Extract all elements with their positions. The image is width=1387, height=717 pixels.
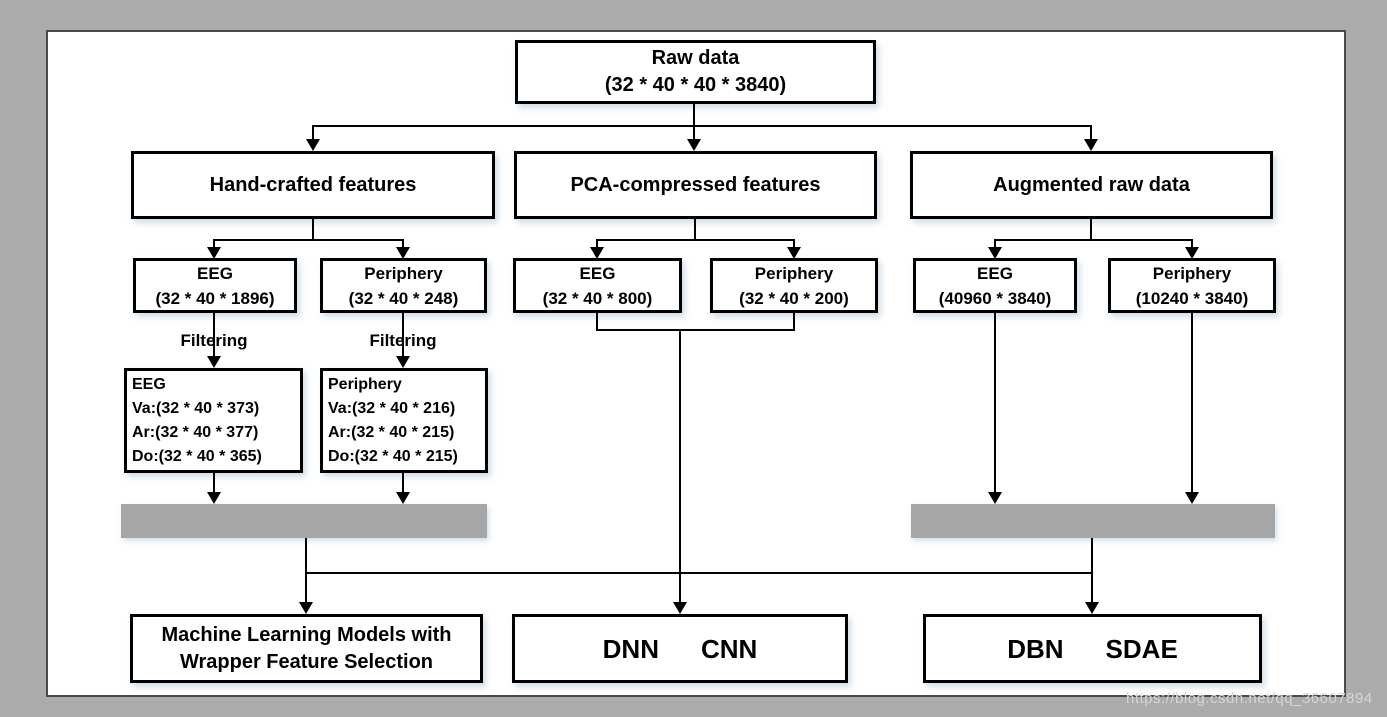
pca-periphery-title: Periphery — [754, 263, 834, 283]
connector-line — [596, 313, 598, 331]
dbn-sdae-box: DBN SDAE — [923, 614, 1262, 683]
arrow-head — [590, 247, 604, 259]
arrow-head — [988, 247, 1002, 259]
cnn-label: CNN — [701, 633, 758, 664]
arrow-head — [396, 356, 410, 368]
pca-eeg-box: EEG (32 * 40 * 800) — [513, 258, 682, 313]
pca-periphery-box: Periphery (32 * 40 * 200) — [710, 258, 878, 313]
arrow-head — [787, 247, 801, 259]
hand-crafted-eeg-title: EEG — [197, 263, 233, 283]
augmented-eeg-box: EEG (40960 * 3840) — [913, 258, 1077, 313]
raw-data-box: Raw data (32 * 40 * 40 * 3840) — [515, 40, 876, 104]
connector-line — [402, 239, 404, 249]
connector-line — [994, 239, 996, 249]
ml-models-box: Machine Learning Models with Wrapper Fea… — [130, 614, 483, 683]
connector-line — [1091, 538, 1093, 604]
connector-line — [994, 313, 996, 494]
diagram-panel — [46, 30, 1346, 697]
augmented-periphery-box: Periphery (10240 * 3840) — [1108, 258, 1276, 313]
arrow-head — [1084, 139, 1098, 151]
dnn-cnn-box: DNN CNN — [512, 614, 848, 683]
arrow-head — [207, 247, 221, 259]
connector-line — [793, 239, 795, 249]
connector-line — [312, 125, 1092, 127]
connector-line — [694, 219, 696, 241]
connector-line — [793, 313, 795, 331]
arrow-head — [1185, 247, 1199, 259]
csdn-watermark: https://blog.csdn.net/qq_36607894 — [1126, 690, 1373, 707]
dnn-label: DNN — [602, 633, 659, 664]
filtered-eeg-dominance: Do:(32 * 40 * 365) — [132, 447, 262, 465]
arrow-head — [207, 356, 221, 368]
pca-header-box: PCA-compressed features — [514, 151, 877, 219]
arrow-head — [673, 602, 687, 614]
ml-models-line2: Wrapper Feature Selection — [179, 650, 434, 673]
filtered-periphery-title: Periphery — [328, 375, 402, 393]
connector-line — [994, 239, 1192, 241]
dbn-label: DBN — [1007, 633, 1064, 664]
arrow-head — [1185, 492, 1199, 504]
connector-line — [596, 239, 598, 249]
connector-line — [693, 125, 695, 141]
arrow-head — [396, 247, 410, 259]
filtered-eeg-title: EEG — [132, 375, 166, 393]
pca-eeg-dims: (32 * 40 * 800) — [542, 288, 653, 308]
hand-crafted-header-label: Hand-crafted features — [209, 173, 417, 196]
filtered-periphery-box: Periphery Va:(32 * 40 * 216) Ar:(32 * 40… — [320, 368, 488, 473]
arrow-head — [306, 139, 320, 151]
connector-line — [213, 313, 215, 358]
pca-eeg-title: EEG — [579, 263, 616, 283]
arrow-head — [396, 492, 410, 504]
sdae-label: SDAE — [1105, 633, 1178, 664]
filtered-periphery-valence: Va:(32 * 40 * 216) — [328, 399, 456, 417]
connector-line — [312, 219, 314, 241]
connector-line — [693, 103, 695, 127]
augmented-periphery-title: Periphery — [1152, 263, 1232, 283]
connector-line — [1090, 219, 1092, 241]
hand-crafted-periphery-box: Periphery (32 * 40 * 248) — [320, 258, 487, 313]
connector-line — [402, 313, 404, 358]
gray-bar-right — [911, 504, 1275, 538]
ml-models-line1: Machine Learning Models with — [161, 623, 452, 646]
augmented-eeg-dims: (40960 * 3840) — [938, 288, 1052, 308]
connector-line — [596, 329, 795, 331]
connector-line — [1191, 313, 1193, 494]
filtered-periphery-arousal: Ar:(32 * 40 * 215) — [328, 423, 455, 441]
gray-bar-left — [121, 504, 487, 538]
hand-crafted-header-box: Hand-crafted features — [131, 151, 495, 219]
hand-crafted-eeg-dims: (32 * 40 * 1896) — [155, 288, 275, 308]
arrow-head — [687, 139, 701, 151]
connector-line — [1191, 239, 1193, 249]
connector-line — [213, 473, 215, 494]
arrow-head — [1085, 602, 1099, 614]
connector-line — [1090, 125, 1092, 141]
connector-line — [679, 329, 681, 604]
pca-periphery-dims: (32 * 40 * 200) — [739, 288, 849, 308]
filtered-periphery-dominance: Do:(32 * 40 * 215) — [328, 447, 458, 465]
filtered-eeg-box: EEG Va:(32 * 40 * 373) Ar:(32 * 40 * 377… — [124, 368, 303, 473]
connector-line — [213, 239, 215, 249]
arrow-head — [299, 602, 313, 614]
connector-line — [305, 572, 1093, 574]
hand-crafted-periphery-dims: (32 * 40 * 248) — [348, 288, 459, 308]
connector-line — [305, 572, 307, 604]
hand-crafted-periphery-title: Periphery — [364, 263, 443, 283]
arrow-head — [207, 492, 221, 504]
connector-line — [312, 125, 314, 141]
raw-data-dims: (32 * 40 * 40 * 3840) — [604, 74, 787, 96]
connector-line — [213, 239, 404, 241]
filtered-eeg-arousal: Ar:(32 * 40 * 377) — [132, 423, 259, 441]
raw-data-title: Raw data — [651, 47, 740, 69]
augmented-periphery-dims: (10240 * 3840) — [1135, 288, 1249, 308]
filtered-eeg-valence: Va:(32 * 40 * 373) — [132, 399, 260, 417]
connector-line — [305, 538, 307, 574]
hand-crafted-eeg-box: EEG (32 * 40 * 1896) — [133, 258, 297, 313]
arrow-head — [988, 492, 1002, 504]
augmented-eeg-title: EEG — [977, 263, 1013, 283]
augmented-header-label: Augmented raw data — [993, 173, 1190, 196]
pca-header-label: PCA-compressed features — [570, 173, 821, 196]
connector-line — [402, 473, 404, 494]
connector-line — [596, 239, 794, 241]
augmented-header-box: Augmented raw data — [910, 151, 1273, 219]
